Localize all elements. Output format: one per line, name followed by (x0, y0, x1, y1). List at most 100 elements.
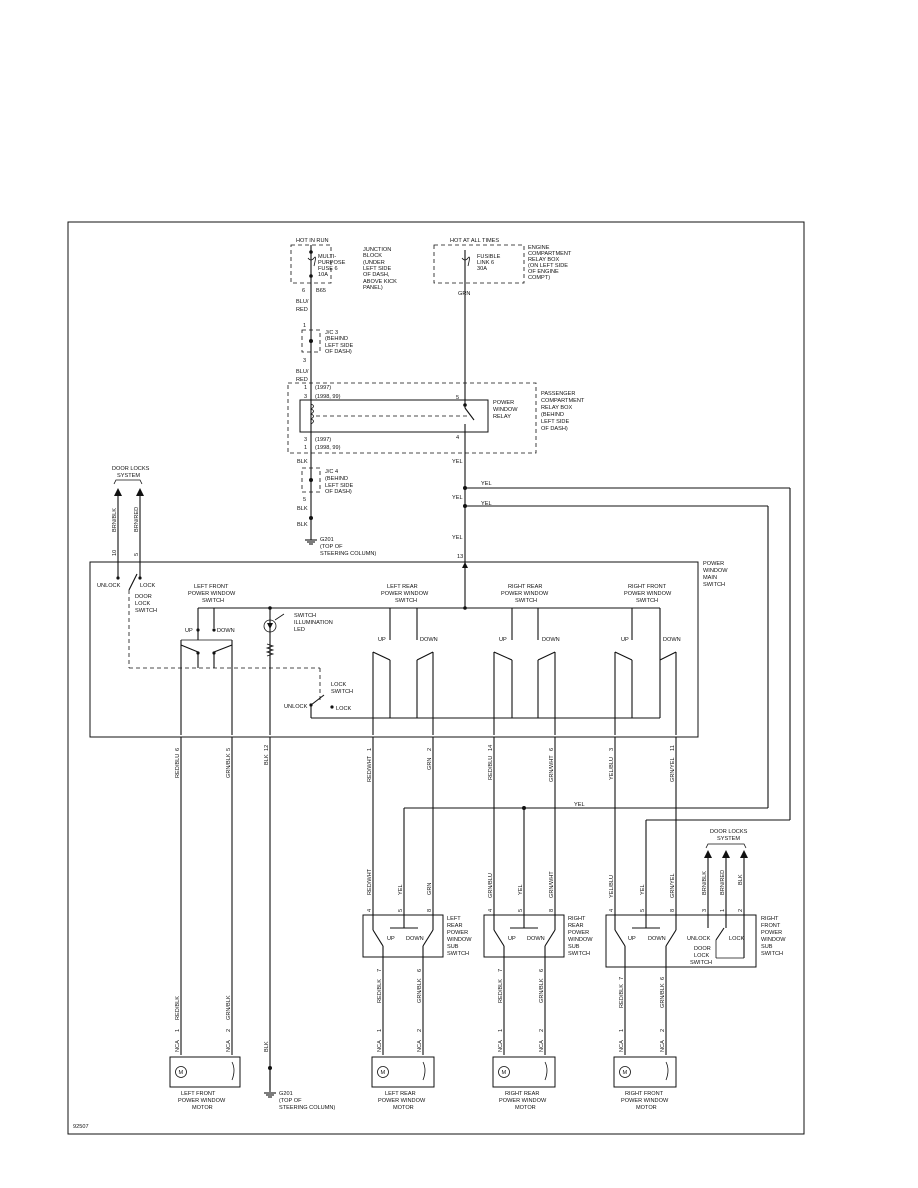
svg-text:4: 4 (456, 435, 459, 441)
svg-text:5: 5 (640, 909, 646, 912)
svg-text:BLU/: BLU/ (296, 299, 309, 305)
svg-text:UP: UP (508, 936, 516, 942)
svg-text:BRN/RED: BRN/RED (134, 507, 140, 532)
svg-text:POWER: POWER (493, 400, 514, 406)
svg-text:LOCK: LOCK (140, 583, 156, 589)
svg-text:(BEHIND: (BEHIND (541, 412, 564, 418)
svg-text:(1998, 99): (1998, 99) (315, 445, 341, 451)
svg-text:6: 6 (660, 977, 666, 980)
svg-text:RIGHT FRONT: RIGHT FRONT (625, 1091, 664, 1097)
svg-text:YEL: YEL (481, 501, 492, 507)
svg-text:PURPOSE: PURPOSE (318, 260, 346, 266)
svg-text:WINDOW: WINDOW (568, 937, 593, 943)
svg-text:POWER: POWER (703, 561, 724, 567)
svg-text:REAR: REAR (447, 923, 463, 929)
svg-text:SWITCH: SWITCH (703, 582, 725, 588)
svg-text:SWITCH: SWITCH (636, 598, 658, 604)
svg-text:NCA: NCA (377, 1040, 383, 1052)
svg-text:COMPARTMENT: COMPARTMENT (541, 398, 585, 404)
svg-text:FUSE 6: FUSE 6 (318, 266, 338, 272)
svg-text:7: 7 (619, 977, 625, 980)
svg-text:JUNCTION: JUNCTION (363, 247, 391, 253)
svg-text:DOWN: DOWN (542, 637, 560, 643)
svg-text:UP: UP (628, 936, 636, 942)
svg-text:1: 1 (304, 385, 307, 391)
svg-text:(1997): (1997) (315, 385, 331, 391)
svg-text:YEL: YEL (574, 802, 585, 808)
svg-text:WINDOW: WINDOW (447, 937, 472, 943)
svg-text:COMPT): COMPT) (528, 275, 550, 281)
svg-text:RELAY BOX: RELAY BOX (528, 257, 559, 263)
svg-text:NCA: NCA (539, 1040, 545, 1052)
main-switch-output-wires: 6 5 RED/BLU GRN/BLK RED/BLK GRN/BLK 12 B… (175, 737, 790, 1090)
svg-text:DOOR LOCKS: DOOR LOCKS (710, 829, 748, 835)
svg-text:6: 6 (302, 288, 305, 294)
svg-text:PASSENGER: PASSENGER (541, 391, 575, 397)
ground-g201-top: G201 (TOP OF STEERING COLUMN) (305, 537, 376, 557)
svg-text:(ON LEFT SIDE: (ON LEFT SIDE (528, 263, 568, 269)
svg-text:SUB: SUB (568, 944, 580, 950)
svg-text:M: M (179, 1070, 184, 1076)
svg-text:UP: UP (378, 637, 386, 643)
svg-text:RIGHT: RIGHT (568, 916, 586, 922)
svg-text:YEL: YEL (452, 535, 463, 541)
svg-text:WINDOW: WINDOW (703, 568, 728, 574)
svg-text:3: 3 (702, 909, 708, 912)
svg-text:RIGHT FRONT: RIGHT FRONT (628, 584, 667, 590)
svg-text:BRN/BLK: BRN/BLK (112, 508, 118, 532)
svg-text:COMPARTMENT: COMPARTMENT (528, 251, 572, 257)
svg-text:(UNDER: (UNDER (363, 260, 385, 266)
svg-text:NCA: NCA (175, 1040, 181, 1052)
diagram-id: 92507 (73, 1124, 89, 1130)
svg-text:DOWN: DOWN (420, 637, 438, 643)
svg-text:POWER WINDOW: POWER WINDOW (178, 1098, 226, 1104)
svg-text:5: 5 (303, 497, 306, 503)
motor-left-front: 1 2 NCA NCA M LEFT FRONT POWER WINDOW MO… (169, 1029, 241, 1111)
svg-text:DOWN: DOWN (648, 936, 666, 942)
svg-text:DOWN: DOWN (406, 936, 424, 942)
svg-text:1: 1 (720, 909, 726, 912)
svg-text:GRN: GRN (427, 883, 433, 895)
svg-text:YEL: YEL (452, 459, 463, 465)
svg-text:SWITCH: SWITCH (761, 951, 783, 957)
svg-text:LEFT SIDE: LEFT SIDE (325, 483, 353, 489)
svg-text:UP: UP (621, 637, 629, 643)
svg-text:UNLOCK: UNLOCK (284, 704, 308, 710)
svg-text:SWITCH: SWITCH (135, 608, 157, 614)
svg-text:8: 8 (670, 909, 676, 912)
ground-g201-bottom: G201 (TOP OF STEERING COLUMN) (264, 1068, 335, 1111)
svg-text:OF ENGINE: OF ENGINE (528, 269, 559, 275)
svg-text:8: 8 (549, 909, 555, 912)
svg-text:SWITCH: SWITCH (294, 613, 316, 619)
svg-text:(TOP OF: (TOP OF (320, 544, 343, 550)
svg-text:DOWN: DOWN (217, 628, 235, 634)
svg-text:SWITCH: SWITCH (515, 598, 537, 604)
svg-text:RED: RED (296, 377, 308, 383)
svg-text:GRN/BLK: GRN/BLK (660, 983, 666, 1008)
svg-text:5: 5 (134, 553, 140, 556)
svg-text:UNLOCK: UNLOCK (687, 936, 711, 942)
svg-text:2: 2 (427, 748, 433, 751)
svg-text:REAR: REAR (568, 923, 584, 929)
svg-text:GRN/WHT: GRN/WHT (549, 871, 555, 898)
svg-text:(BEHIND: (BEHIND (325, 336, 348, 342)
engine-relay-box: HOT AT ALL TIMES FUSIBLE LINK 6 30A ENGI… (433, 238, 572, 400)
svg-text:4: 4 (488, 909, 494, 912)
svg-text:J/C 4: J/C 4 (325, 469, 338, 475)
svg-text:BLK: BLK (297, 506, 308, 512)
svg-text:RED/WHT: RED/WHT (367, 868, 373, 895)
svg-text:(BEHIND: (BEHIND (325, 476, 348, 482)
svg-text:SUB: SUB (761, 944, 773, 950)
svg-text:YEL: YEL (518, 884, 524, 895)
svg-text:NCA: NCA (619, 1040, 625, 1052)
svg-text:RELAY: RELAY (493, 414, 511, 420)
svg-text:RED/BLU: RED/BLU (175, 754, 181, 778)
svg-text:NCA: NCA (226, 1040, 232, 1052)
svg-text:LOCK: LOCK (135, 601, 151, 607)
svg-text:MOTOR: MOTOR (515, 1105, 536, 1111)
svg-text:BLK: BLK (264, 1041, 270, 1052)
svg-text:8: 8 (427, 909, 433, 912)
svg-text:5: 5 (398, 909, 404, 912)
svg-text:6: 6 (539, 969, 545, 972)
svg-text:3: 3 (304, 394, 307, 400)
